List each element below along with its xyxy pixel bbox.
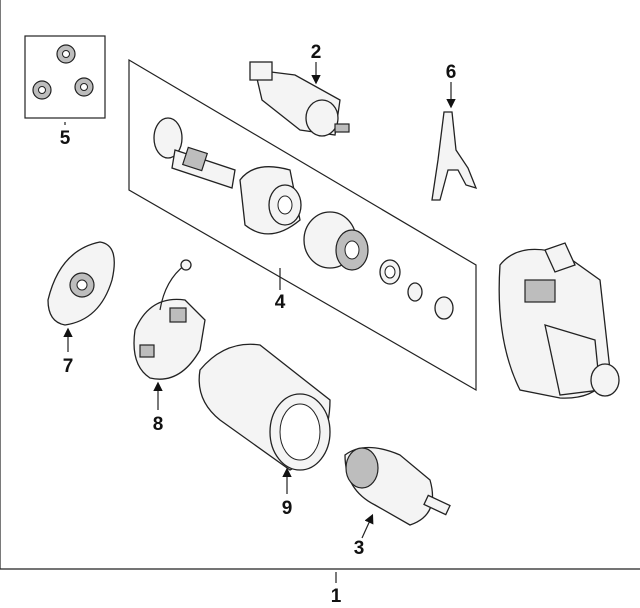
- callout-3: 3: [354, 538, 365, 559]
- assembly-frame: [0, 0, 640, 570]
- drive-assembly-box: [128, 58, 477, 392]
- brush-holder: [133, 259, 206, 380]
- callout-7: 7: [63, 356, 74, 377]
- callout-5: 5: [60, 128, 71, 149]
- armature: [344, 446, 451, 526]
- gear-housing: [239, 166, 302, 235]
- gear-icon: [74, 77, 94, 97]
- output-shaft: [153, 117, 236, 189]
- callout-9: 9: [282, 498, 293, 519]
- callout-8: 8: [153, 414, 164, 435]
- solenoid: [249, 61, 350, 137]
- callout-6: 6: [446, 62, 457, 83]
- leader-lines: [63, 62, 456, 583]
- planet-gears-box: [24, 35, 106, 119]
- shift-fork: [431, 111, 478, 201]
- starter-motor-assembly: [498, 242, 620, 399]
- retainer-rings: [379, 259, 454, 320]
- pinion-gear: [303, 211, 369, 271]
- callout-4: 4: [275, 292, 286, 313]
- gear-icon: [56, 44, 76, 64]
- callout-2: 2: [311, 42, 322, 63]
- field-frame: [198, 343, 331, 471]
- gear-icon: [32, 80, 52, 100]
- callout-1: 1: [331, 586, 342, 607]
- end-plate: [47, 241, 115, 326]
